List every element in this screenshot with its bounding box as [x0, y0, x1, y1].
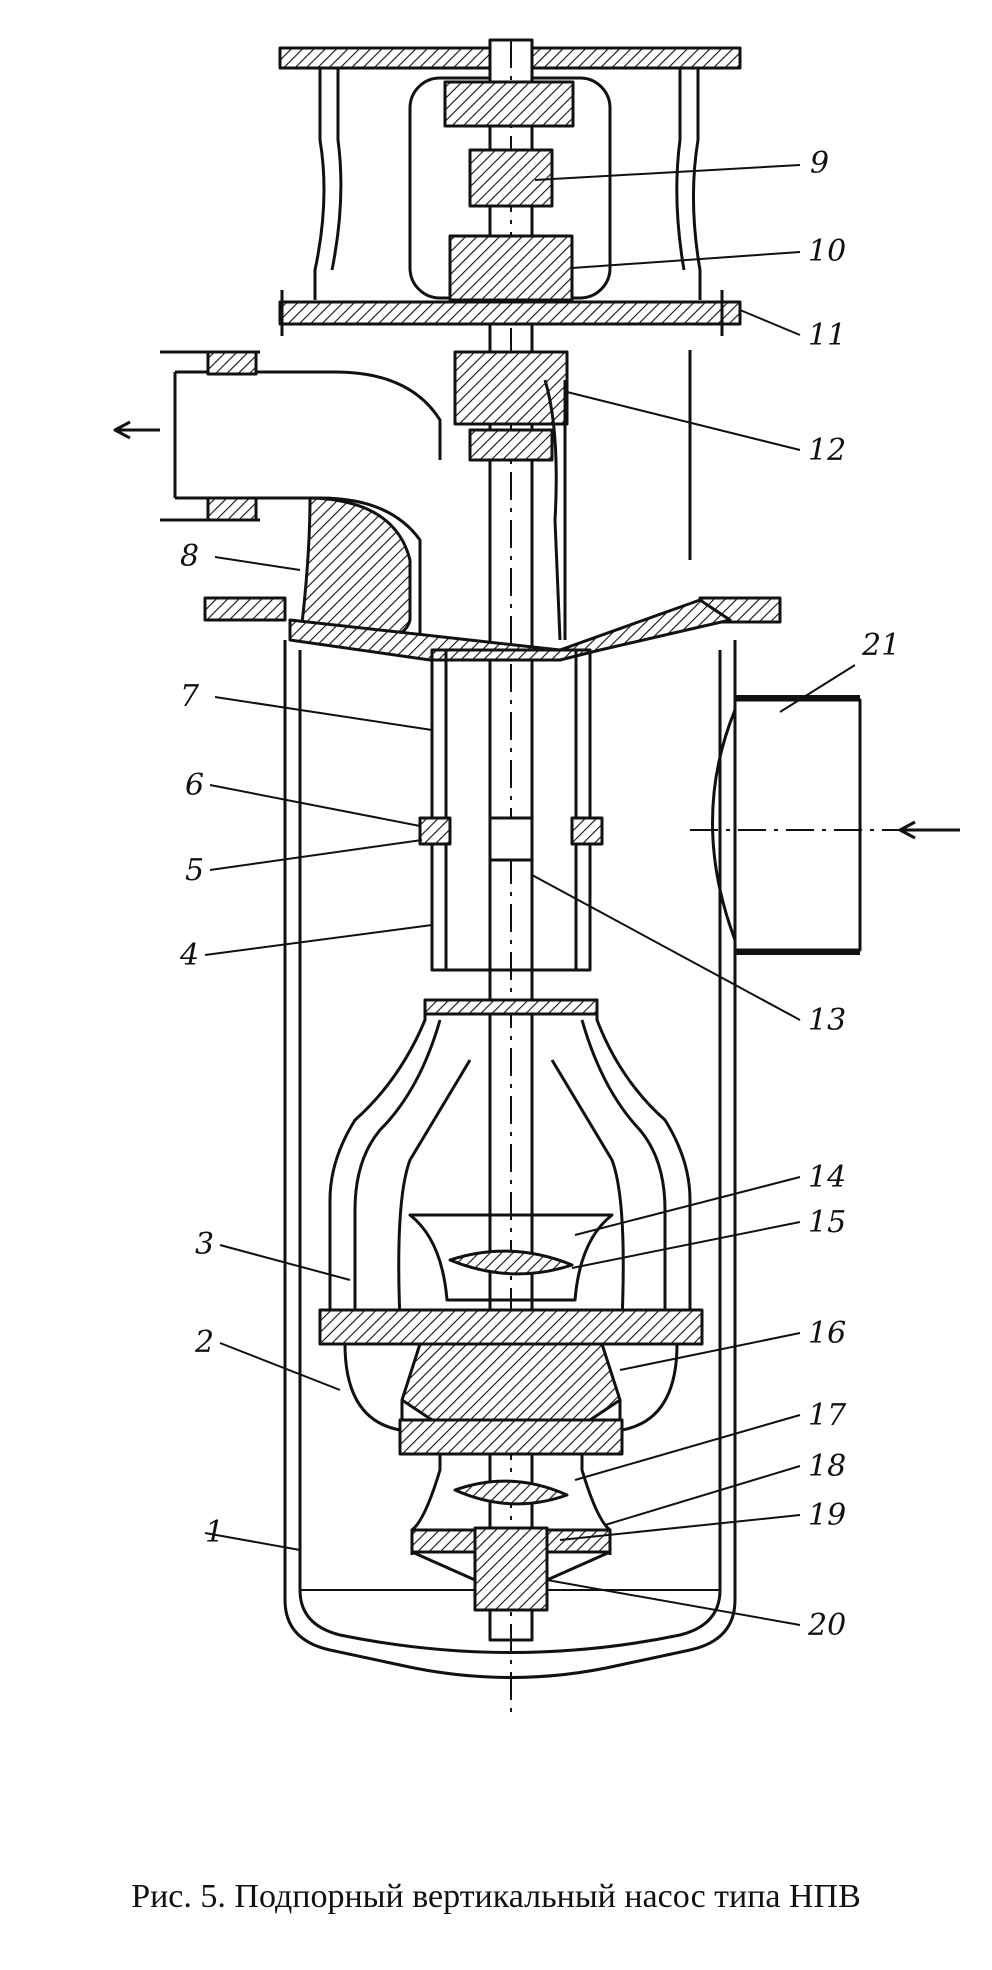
impeller	[400, 1342, 622, 1422]
outlet-arrow	[113, 420, 160, 440]
label-7: 7	[180, 679, 200, 714]
label-19: 19	[808, 1498, 846, 1533]
label-2: 2	[194, 1325, 214, 1360]
label-13: 13	[808, 1003, 846, 1038]
label-10: 10	[808, 234, 846, 269]
label-9: 9	[810, 146, 829, 181]
label-16: 16	[808, 1316, 846, 1351]
impeller-casing	[318, 1308, 704, 1346]
upper-coupling	[443, 80, 575, 128]
label-12: 12	[808, 433, 846, 468]
shaft-coupling	[488, 816, 534, 862]
bearing-housing	[453, 350, 569, 426]
label-20: 20	[807, 1608, 846, 1643]
label-3: 3	[195, 1227, 214, 1262]
label-5: 5	[185, 853, 204, 888]
label-21: 21	[861, 628, 900, 663]
outer-barrel	[283, 640, 737, 1679]
diffuser-bowl	[328, 998, 692, 1320]
label-11: 11	[808, 318, 846, 353]
seal-unit	[448, 234, 574, 302]
lower-coupling	[468, 148, 554, 208]
label-6: 6	[185, 768, 204, 803]
figure-caption: Рис. 5. Подпорный вертикальный насос тип…	[131, 1878, 861, 1915]
label-8: 8	[180, 539, 199, 574]
label-15: 15	[808, 1205, 846, 1240]
bottom-bearing	[473, 1526, 549, 1612]
label-17: 17	[808, 1398, 847, 1433]
label-4: 4	[179, 938, 199, 973]
label-14: 14	[808, 1160, 846, 1195]
intermediate-flange	[278, 300, 742, 326]
inlet-arrow	[898, 820, 960, 840]
pump-cross-section-diagram: 1 2 3 4 5 6 7 8 9 10 11 12 13 14 15 16 1…	[113, 38, 960, 1720]
label-1: 1	[205, 1515, 224, 1550]
discharge-casing	[543, 350, 692, 641]
motor-stand	[313, 68, 702, 300]
label-18: 18	[808, 1449, 846, 1484]
